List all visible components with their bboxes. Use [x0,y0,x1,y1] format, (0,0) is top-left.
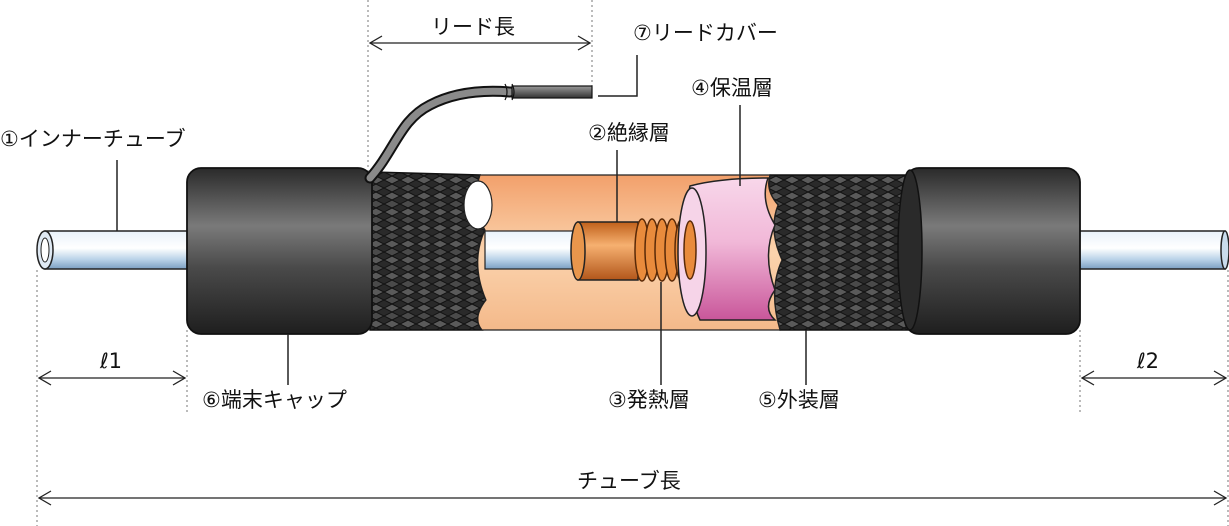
end-cap-label: ⑥端末キャップ [202,388,347,412]
inner-tube-label: ①インナーチューブ [0,127,186,151]
thermal-layer [677,177,777,321]
lead-length-label: リード長 [431,15,515,39]
end-cap-left [186,167,373,335]
tube-length-label: チューブ長 [577,469,681,493]
leader-lines [116,55,807,385]
outer-layer-label: ⑤外装層 [758,388,840,412]
heating-layer-label: ③発熱層 [608,388,690,412]
inner-tube-exposed [484,230,581,270]
insulating-layer [570,221,639,281]
outer-braid-layer [369,171,916,331]
lead-cover-label: ⑦リードカバー [633,21,778,45]
l1-label: ℓ1 [99,349,122,373]
end-cap-right [897,167,1081,335]
lead-cable [364,83,593,184]
insulation-label: ④保温層 [691,76,773,100]
l2-label: ℓ2 [1136,349,1159,373]
insulating-layer-label: ②絶縁層 [588,121,670,145]
dimension-arrows [37,35,1228,506]
guide-lines [36,0,1229,526]
